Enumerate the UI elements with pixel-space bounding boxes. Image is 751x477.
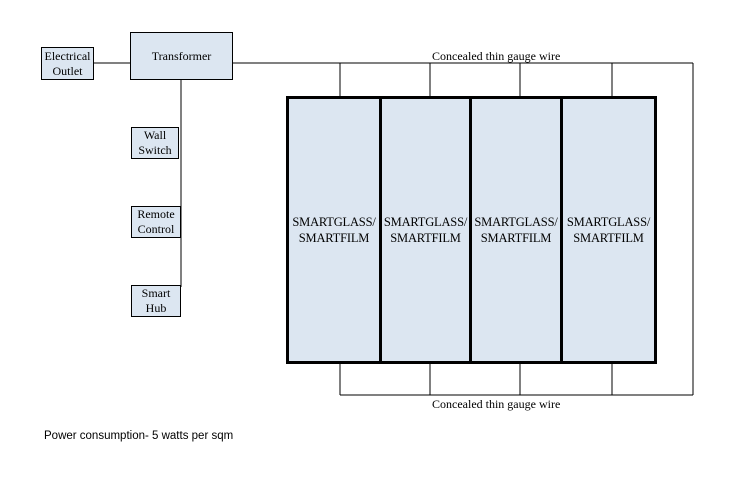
top-wire-label: Concealed thin gauge wire <box>432 49 561 63</box>
wall-switch-label-line1: Wall <box>143 128 167 142</box>
bottom-wire-label: Concealed thin gauge wire <box>432 397 561 411</box>
panel-label-line2: SMARTFILM <box>390 231 461 245</box>
smart-hub-box: Smart Hub <box>131 285 181 317</box>
panel-label-line1: SMARTGLASS/ <box>566 215 651 229</box>
wall-switch-label-line2: Switch <box>138 143 172 157</box>
panel-label-line2: SMARTFILM <box>298 231 370 245</box>
power-consumption-note: Power consumption- 5 watts per sqm <box>44 430 234 442</box>
panel-label-line1: SMARTGLASS/ <box>383 215 468 229</box>
outlet-label-line1: Electrical <box>44 48 91 63</box>
panel-label-line1: SMARTGLASS/ <box>292 215 376 229</box>
transformer-label: Transformer <box>151 48 212 63</box>
smart-hub-label-line2: Hub <box>145 301 167 315</box>
electrical-outlet-box: Electrical Outlet <box>41 47 94 80</box>
transformer-box: Transformer <box>130 32 233 80</box>
remote-control-label-line1: Remote <box>137 207 175 221</box>
smartglass-panel: SMARTGLASS/ SMARTFILM <box>469 96 563 364</box>
wall-switch-box: Wall Switch <box>131 127 179 159</box>
remote-control-label-line2: Control <box>137 222 175 236</box>
smartglass-panel: SMARTGLASS/ SMARTFILM <box>560 96 657 364</box>
smartglass-panel: SMARTGLASS/ SMARTFILM <box>286 96 382 364</box>
panel-label-line1: SMARTGLASS/ <box>474 215 558 229</box>
smart-hub-label-line1: Smart <box>141 286 171 300</box>
panel-label-line2: SMARTFILM <box>480 231 552 245</box>
remote-control-box: Remote Control <box>131 206 181 238</box>
panel-label-line2: SMARTFILM <box>573 231 644 245</box>
smartglass-panel: SMARTGLASS/ SMARTFILM <box>379 96 472 364</box>
outlet-label-line2: Outlet <box>52 63 83 78</box>
